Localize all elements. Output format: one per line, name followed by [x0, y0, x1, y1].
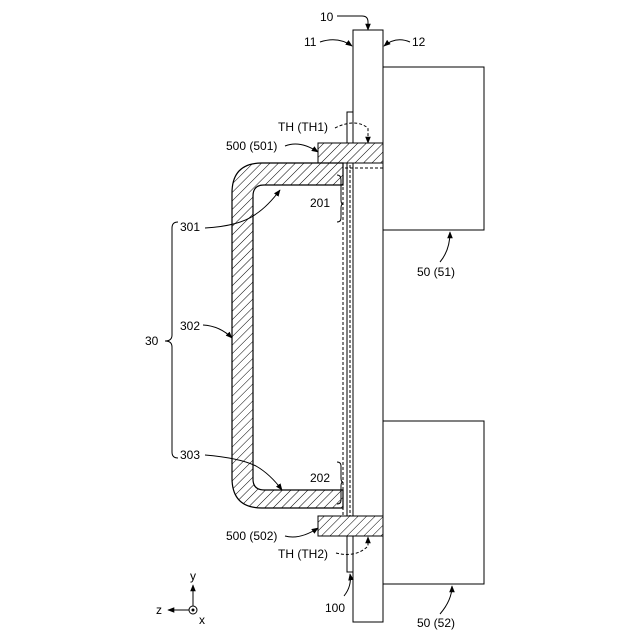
label-302: 302: [180, 319, 200, 333]
leader-100: [344, 574, 350, 596]
label-30: 30: [145, 334, 159, 348]
leader-12: [384, 40, 410, 46]
leader-11: [320, 40, 352, 46]
label-51: 50 (51): [417, 265, 455, 279]
leader-th1: [335, 123, 368, 143]
label-52: 50 (52): [417, 616, 455, 630]
axis-y-label: y: [190, 569, 196, 583]
heat-sink-51: [383, 67, 484, 230]
label-10: 10: [320, 10, 334, 24]
label-201: 201: [310, 196, 330, 210]
leader-51: [440, 232, 450, 262]
label-th2: TH (TH2): [278, 547, 328, 561]
label-11: 11: [304, 35, 317, 49]
leader-302: [203, 325, 232, 338]
label-502: 500 (502): [226, 529, 277, 543]
label-202: 202: [310, 471, 330, 485]
pipe-30: [232, 163, 343, 508]
leader-502: [285, 528, 318, 537]
label-12: 12: [412, 35, 426, 49]
leader-52: [440, 586, 452, 614]
label-100: 100: [325, 601, 345, 615]
label-501: 500 (501): [226, 139, 277, 153]
axis-indicator: y z x: [156, 569, 205, 627]
label-303: 303: [180, 448, 200, 462]
heat-sink-52: [383, 421, 484, 584]
leader-501: [285, 144, 318, 152]
leader-10: [337, 16, 368, 30]
x-axis-dot: [192, 609, 195, 612]
axis-z-label: z: [156, 603, 162, 617]
block-501: [318, 143, 383, 163]
brace-30: [165, 222, 178, 458]
label-301: 301: [180, 220, 200, 234]
block-502: [318, 516, 383, 536]
leader-th2: [336, 537, 368, 554]
axis-x-label: x: [199, 613, 205, 627]
label-th1: TH (TH1): [278, 120, 328, 134]
